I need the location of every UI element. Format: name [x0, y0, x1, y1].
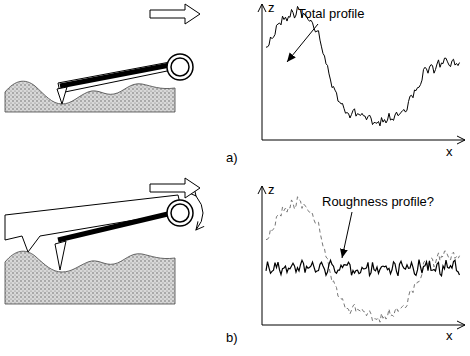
panel-label: a) — [226, 150, 238, 165]
total-profile — [266, 6, 460, 125]
motion-arrow — [150, 178, 200, 198]
motion-arrow — [150, 4, 200, 24]
stylus-arm-outline — [58, 62, 172, 93]
panel-label: b) — [226, 330, 238, 345]
pivot — [167, 200, 193, 226]
leader-arrow — [287, 24, 318, 62]
z-axis — [262, 186, 263, 325]
stylus-arm — [58, 213, 172, 240]
leader-arrow — [342, 212, 352, 258]
pivot — [171, 58, 189, 76]
pivot — [171, 204, 189, 222]
axis-label: x — [446, 144, 453, 159]
x-axis — [262, 140, 465, 141]
pivot — [167, 54, 193, 80]
axis-label: x — [446, 328, 453, 343]
z-axis — [262, 4, 263, 140]
stylus-tip — [55, 241, 66, 270]
pivot-rotation — [196, 196, 203, 230]
axis-label: z — [268, 182, 275, 197]
roughness-profile — [266, 260, 460, 276]
surface — [5, 251, 175, 304]
callout-label: Total profile — [298, 6, 364, 21]
total-profile-dashed — [266, 197, 460, 322]
x-axis — [262, 325, 465, 326]
callout-label: Roughness profile? — [322, 194, 434, 209]
stylus-tip — [57, 87, 67, 104]
stylus-arm — [60, 65, 170, 86]
axis-label: z — [268, 0, 275, 15]
skid-housing — [5, 195, 182, 252]
